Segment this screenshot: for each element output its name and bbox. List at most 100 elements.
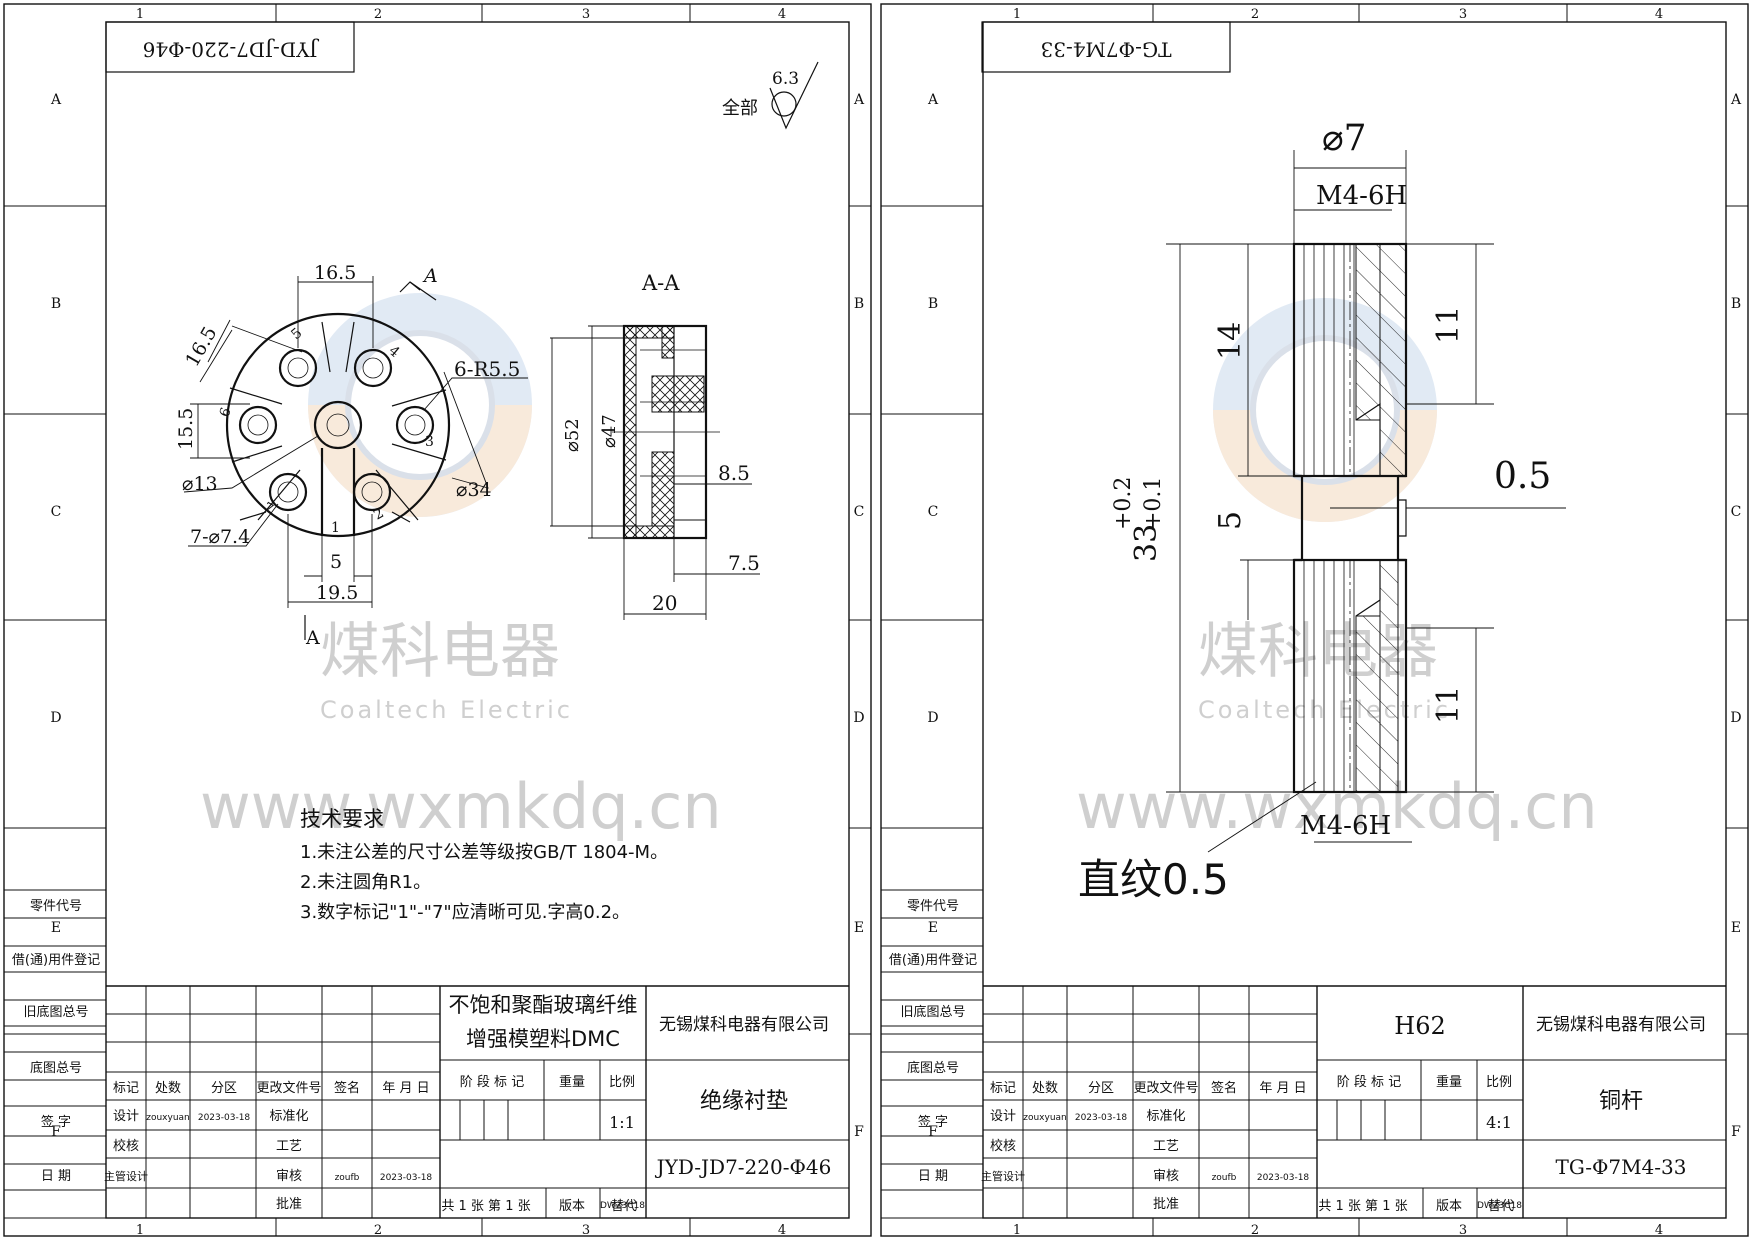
knurl-lines	[1303, 244, 1355, 792]
watermark-cn-left: 煤科电器	[320, 617, 560, 687]
tb-version-label: 版本	[1436, 1199, 1462, 1214]
dim-d7: ⌀7	[1322, 118, 1367, 159]
side-date: 日 期	[41, 1169, 71, 1184]
dim-33-tol-plus: +0.2	[1111, 477, 1136, 530]
tech-req-item-3: 3.数字标记"1"-"7"应清晰可见.字高0.2。	[300, 902, 630, 923]
dim-5-neck: 5	[1213, 511, 1248, 530]
dim-m4-6h-bottom: M4-6H	[1300, 811, 1391, 841]
digit-mark-5: 5	[288, 325, 305, 343]
digit-mark-1: 1	[331, 520, 340, 536]
dim-11-bottom: 11	[1431, 686, 1466, 724]
knurl-note: 直纹0.5	[1078, 855, 1229, 904]
zone-row-C-right: C	[854, 504, 865, 520]
tb-company: 无锡煤科电器有限公司	[1536, 1015, 1706, 1035]
tb-approve-label: 批准	[1153, 1197, 1179, 1212]
watermark-url-left: www.wxmkdq.cn	[200, 770, 722, 843]
dim-d34: ⌀34	[456, 479, 492, 501]
zone-row-F-right: F	[1731, 1124, 1741, 1140]
zone-row-C-right: C	[1731, 504, 1742, 520]
tb-review-label: 审核	[276, 1169, 302, 1184]
front-view-dimensions: 16.5 16.5 15.5 ⌀13 7-⌀7.4 5 19.5 ⌀34 6-R…	[175, 262, 528, 649]
digit-mark-6: 6	[217, 405, 235, 419]
zone-row-F-left: F	[928, 1124, 938, 1140]
zone-row-F-left: F	[51, 1124, 61, 1140]
tb-check-label: 校核	[113, 1138, 139, 1154]
watermark-en-left: Coaltech Electric	[320, 696, 573, 724]
sheet1-stamp-text: JYD-JD7-220-Φ46	[143, 38, 320, 62]
tb-drawing-number: TG-Φ7M4-33	[1556, 1155, 1687, 1179]
tb-material: H62	[1394, 1012, 1445, 1040]
zone-col-4-bottom: 4	[778, 1223, 786, 1238]
zone-row-C-left: C	[928, 504, 939, 520]
tb-standardize-label: 标准化	[269, 1109, 308, 1124]
section-mark-a-bottom: A	[305, 627, 320, 649]
side-drawing_no: 底图总号	[907, 1060, 959, 1076]
tb-mark-label: 标记	[113, 1081, 139, 1096]
side-borrow_reg: 借(通)用件登记	[12, 953, 100, 968]
dim-33-tol-minus: +0.1	[1141, 477, 1166, 530]
tb-company: 无锡煤科电器有限公司	[659, 1015, 829, 1035]
tb-sign-label: 签名	[334, 1080, 360, 1096]
dim-33: 33	[1129, 524, 1164, 562]
tb-scale-value: 4:1	[1486, 1113, 1512, 1132]
sheet2-stamp-text: TG-Φ7M4-33	[1041, 38, 1172, 62]
tb-scale-value: 1:1	[609, 1113, 635, 1132]
zone-col-2-top: 2	[374, 7, 382, 22]
title-block-text: 标记处数分区更改文件号签名年 月 日设计校核主管设计标准化工艺审核批准zouxy…	[104, 993, 1706, 1214]
tb-review-date: 2023-03-18	[380, 1173, 433, 1183]
tb-process-label: 工艺	[276, 1139, 302, 1154]
insulating-pad-section-view: ⌀52 ⌀47 8.5 7.5 20	[550, 324, 760, 620]
tb-mark-label: 标记	[990, 1081, 1016, 1096]
dim-16-5-diag: 16.5	[181, 323, 221, 371]
tb-approve-label: 批准	[276, 1197, 302, 1212]
sheet1-stamp: JYD-JD7-220-Φ46	[105, 21, 355, 73]
side-part_code: 零件代号	[907, 899, 959, 914]
tech-req-title: 技术要求	[300, 807, 384, 831]
tb-stage-label: 阶 段 标 记	[460, 1075, 524, 1090]
dim-d13: ⌀13	[182, 473, 218, 495]
zone-row-F-right: F	[854, 1124, 864, 1140]
zone-row-D-right: D	[1730, 710, 1741, 726]
dim-m4-6h-top: M4-6H	[1316, 181, 1407, 211]
zone-row-E-right: E	[854, 920, 864, 936]
dim-7-d7-4: 7-⌀7.4	[190, 526, 250, 548]
tb-designer: zouxyuan	[146, 1113, 190, 1123]
tb-weight-label: 重量	[1436, 1074, 1462, 1090]
tb-designer: zouxyuan	[1023, 1113, 1067, 1123]
dim-d52: ⌀52	[562, 418, 583, 452]
tb-chief-label: 主管设计	[981, 1169, 1025, 1183]
zone-row-A-left: A	[927, 92, 939, 108]
tech-req-item-2: 2.未注圆角R1。	[300, 872, 431, 893]
tb-replace-label: 替代	[1488, 1199, 1514, 1214]
side-borrow_reg: 借(通)用件登记	[889, 953, 977, 968]
zone-col-1-top: 1	[1013, 7, 1021, 22]
side-date: 日 期	[918, 1169, 948, 1184]
tb-zone-label: 分区	[211, 1081, 237, 1096]
zone-col-4-bottom: 4	[1655, 1223, 1663, 1238]
tb-count-label: 处数	[1032, 1081, 1058, 1096]
side-signature: 签 字	[41, 1114, 71, 1130]
zone-row-E-left: E	[51, 920, 61, 936]
tb-design-date: 2023-03-18	[198, 1113, 251, 1123]
zone-row-B-right: B	[854, 296, 864, 312]
zone-col-2-bottom: 2	[374, 1223, 382, 1238]
side-signature: 签 字	[918, 1114, 948, 1130]
zone-row-E-right: E	[1731, 920, 1741, 936]
dim-8-5: 8.5	[718, 461, 750, 485]
tb-count-label: 处数	[155, 1081, 181, 1096]
tb-chief-label: 主管设计	[104, 1169, 148, 1183]
watermark-cn-right: 煤科电器	[1198, 617, 1438, 687]
zone-row-B-left: B	[51, 296, 61, 312]
zone-col-3-top: 3	[1459, 7, 1467, 22]
zone-row-B-left: B	[928, 296, 938, 312]
tb-standardize-label: 标准化	[1146, 1109, 1185, 1124]
watermark-logo-left	[308, 293, 532, 517]
dim-6-r5-5: 6-R5.5	[454, 357, 520, 381]
dim-14: 14	[1213, 322, 1248, 360]
zone-col-1-bottom: 1	[136, 1223, 144, 1238]
tb-design-date: 2023-03-18	[1075, 1113, 1128, 1123]
roughness-all-label: 全部	[722, 98, 758, 119]
zone-col-2-top: 2	[1251, 7, 1259, 22]
dim-11-top: 11	[1431, 306, 1466, 344]
